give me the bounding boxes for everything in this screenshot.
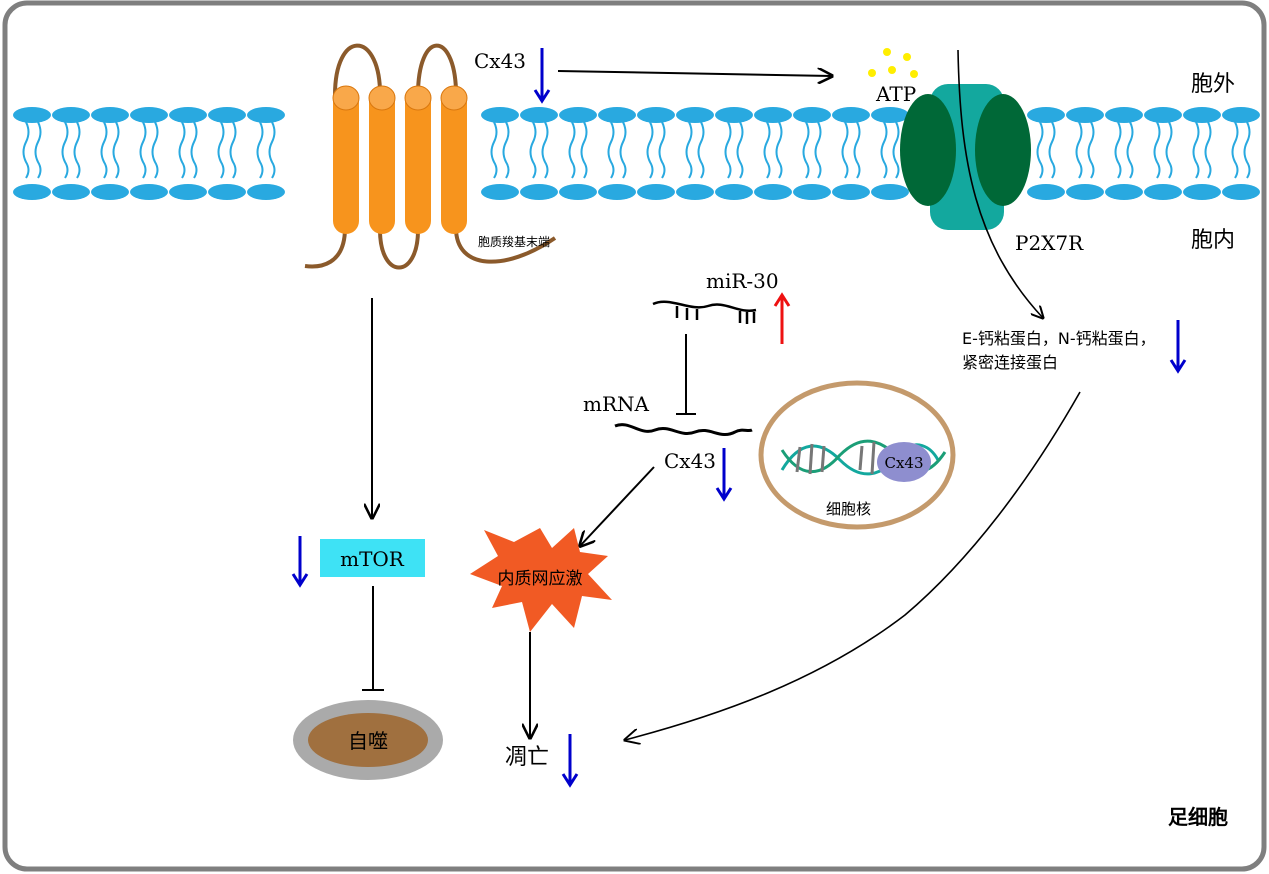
n-terminus xyxy=(304,227,347,269)
cadherin-label-line1: E-钙粘蛋白，N-钙粘蛋白， xyxy=(962,329,1156,348)
c-terminus-label: 胞质羧基末端 xyxy=(478,234,550,249)
intracellular-label: 胞内 xyxy=(1191,228,1235,253)
lipid-molecule xyxy=(793,107,831,200)
lipid-molecule xyxy=(481,107,519,200)
transmembrane-helices xyxy=(332,85,468,234)
cx43-top-label: Cx43 xyxy=(474,49,526,73)
mir30-up-arrow xyxy=(773,292,791,344)
lipid-molecule xyxy=(676,107,714,200)
lipid-molecule xyxy=(1183,107,1221,200)
cadherin-down-arrow xyxy=(1169,320,1187,374)
autophagosome xyxy=(293,700,443,780)
lipid-molecule xyxy=(520,107,558,200)
cx43-to-atp-arrow xyxy=(557,71,832,76)
mtor-down-arrow xyxy=(291,536,309,588)
cx43-mrna-down-arrow xyxy=(715,448,733,502)
er-stress-label: 内质网应激 xyxy=(498,569,583,589)
cadherin-to-apoptosis-arrow xyxy=(625,391,1081,740)
mir30-inhibition xyxy=(676,334,696,415)
extracellular-loop-1 xyxy=(333,43,382,96)
cx43-to-er-stress-arrow xyxy=(580,466,655,546)
apoptosis-label: 凋亡 xyxy=(505,745,549,770)
p2x7r-label: P2X7R xyxy=(1015,231,1084,255)
lipid-molecule xyxy=(1105,107,1143,200)
extracellular-loop-2 xyxy=(416,43,458,96)
autophagy-label: 自噬 xyxy=(348,729,388,753)
mtor-box xyxy=(320,539,425,577)
mtor-inhibits-autophagy xyxy=(362,586,384,691)
lipid-molecule xyxy=(715,107,753,200)
mrna-strand-icon xyxy=(614,423,753,437)
mrna-label: mRNA xyxy=(583,392,650,416)
nucleus xyxy=(758,380,956,530)
atp-label: ATP xyxy=(875,82,916,106)
cx43-mrna-label: Cx43 xyxy=(664,449,716,473)
intracellular-loop xyxy=(378,229,420,270)
lipid-molecule xyxy=(871,107,909,200)
cell-membrane xyxy=(13,107,1260,200)
lipid-molecule xyxy=(52,107,90,200)
lipid-molecule xyxy=(637,107,675,200)
lipid-molecule xyxy=(1066,107,1104,200)
lipid-molecule xyxy=(1222,107,1260,200)
lipid-molecule xyxy=(13,107,51,200)
apoptosis-down-arrow xyxy=(561,734,579,788)
lipid-molecule xyxy=(169,107,207,200)
lipid-molecule xyxy=(91,107,129,200)
mtor-label: mTOR xyxy=(340,547,405,571)
cx43-dna-binding-icon xyxy=(877,442,931,482)
er-stress-burst xyxy=(470,528,612,632)
p2x7r-to-cadherin-arrow xyxy=(957,49,1043,318)
mir30-strand-icon xyxy=(652,300,757,324)
lipid-molecule xyxy=(130,107,168,200)
connexin-cx43-protein xyxy=(304,43,557,270)
nucleus-label: 细胞核 xyxy=(826,500,871,518)
lipid-molecule xyxy=(1144,107,1182,200)
lipid-molecule xyxy=(832,107,870,200)
lipid-molecule xyxy=(208,107,246,200)
lipid-molecule xyxy=(598,107,636,200)
c-terminus-tail xyxy=(454,227,557,264)
podocyte-label: 足细胞 xyxy=(1168,805,1228,829)
atp-molecules xyxy=(868,48,918,78)
cx43-top-down-arrow xyxy=(533,48,551,104)
lipid-molecule xyxy=(754,107,792,200)
extracellular-label: 胞外 xyxy=(1191,72,1235,97)
cadherin-label-line2: 紧密连接蛋白 xyxy=(962,353,1058,372)
lipid-molecule xyxy=(247,107,285,200)
lipid-molecule xyxy=(559,107,597,200)
cx43-nucleus-label: Cx43 xyxy=(884,454,923,472)
mir30-label: miR-30 xyxy=(706,269,779,293)
lipid-molecule xyxy=(1027,107,1065,200)
